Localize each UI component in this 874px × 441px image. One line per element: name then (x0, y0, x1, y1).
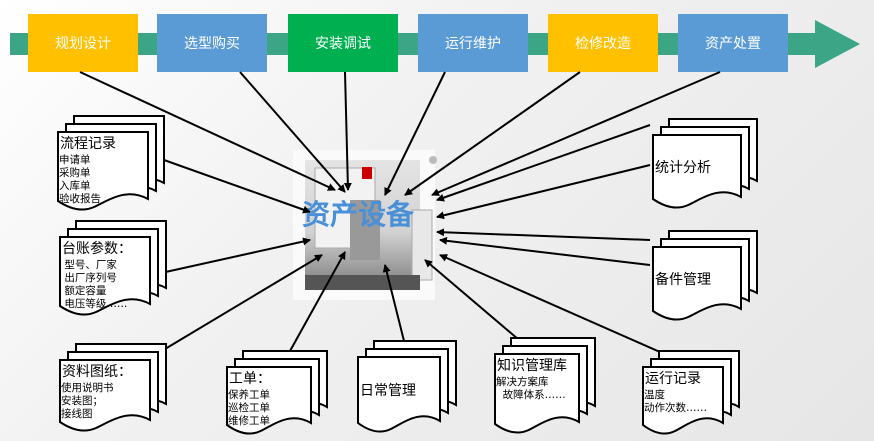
stage-box (418, 14, 528, 72)
connector-arrow (436, 164, 651, 220)
stage-box (288, 14, 398, 72)
document-line: 温度 (644, 388, 665, 401)
stage-4[interactable]: 运行维护 (418, 14, 528, 72)
document-page (59, 236, 151, 316)
document-page (357, 356, 441, 433)
document-line: 入库单 (59, 179, 91, 192)
document-title: 知识管理库 (497, 357, 567, 374)
document-title: 流程记录 (60, 136, 116, 152)
connector-arrow (343, 71, 352, 191)
connector-arrow (382, 264, 406, 346)
connector-arrow (79, 71, 336, 191)
document-page (652, 246, 742, 321)
document-title: 备件管理 (655, 271, 711, 288)
connector-arrow (384, 71, 446, 196)
document-page (59, 359, 151, 432)
document-line: 验收报告 (59, 192, 101, 205)
connector-arrow (424, 259, 526, 346)
stage-label: 运行维护 (445, 36, 501, 52)
stage-label: 安装调试 (315, 36, 371, 52)
document-title: 台账参数： (62, 240, 132, 257)
document-title: 日常管理 (360, 383, 416, 399)
document-title: 资料图纸： (62, 364, 132, 380)
document-stack[interactable]: 日常管理 (357, 340, 457, 433)
stage-label: 选型购买 (184, 36, 240, 52)
document-page (652, 134, 742, 209)
document-title: 工单： (229, 371, 271, 387)
document-line: 电压等级…… (61, 297, 127, 310)
stage-label: 检修改造 (575, 36, 631, 52)
document-line: 故障体系…… (496, 388, 566, 401)
connector-arrow (284, 251, 346, 361)
connector-arrow (154, 254, 323, 356)
connector-arrow (439, 254, 661, 353)
stage-6[interactable]: 资产处置 (678, 14, 788, 72)
stage-box (548, 14, 658, 72)
document-line: 接线图 (61, 407, 93, 420)
stage-label: 规划设计 (55, 36, 111, 52)
asset-equipment-image: 资产设备 (293, 150, 437, 300)
stage-3[interactable]: 安装调试 (288, 14, 398, 72)
document-line: 型号、厂家 (61, 258, 117, 271)
document-page (642, 366, 724, 435)
document-stack[interactable]: 运行记录温度动作次数…… (642, 350, 740, 435)
document-line: 安装图； (61, 394, 103, 407)
stage-box (678, 14, 788, 72)
connector-arrow (151, 237, 311, 276)
document-line: 使用说明书 (61, 381, 114, 394)
document-page (494, 353, 580, 434)
center-label: 资产设备 (302, 198, 415, 231)
document-line: 保养工单 (228, 388, 270, 401)
document-line: 巡检工单 (228, 401, 270, 414)
stage-2[interactable]: 选型购买 (157, 14, 267, 72)
document-stack[interactable]: 备件管理 (652, 230, 758, 321)
document-line: 申请单 (59, 153, 91, 166)
document-line: 出厂序列号 (61, 271, 117, 284)
connector-arrow (404, 71, 581, 196)
connector-arrow (431, 71, 721, 196)
stage-box (157, 14, 267, 72)
document-page (226, 366, 312, 435)
document-line: 解决方案库 (496, 375, 549, 388)
document-title: 运行记录 (645, 371, 701, 387)
connector-arrow (239, 71, 346, 193)
document-page (57, 131, 149, 211)
stage-1[interactable]: 规划设计 (28, 14, 138, 72)
connector-arrow (436, 124, 651, 202)
document-stack[interactable]: 统计分析 (652, 118, 758, 209)
document-line: 动作次数…… (644, 401, 707, 414)
document-line: 额定容量 (61, 284, 107, 297)
connector-arrow (439, 236, 651, 266)
document-stack[interactable]: 台账参数： 型号、厂家 出厂序列号 额定容量 电压等级…… (59, 220, 167, 316)
document-line: 维修工单 (228, 414, 270, 427)
stage-box (28, 14, 138, 72)
stage-5[interactable]: 检修改造 (548, 14, 658, 72)
connector-arrow (149, 154, 311, 214)
document-line: 采购单 (59, 166, 91, 179)
stage-label: 资产处置 (705, 36, 761, 52)
document-title: 统计分析 (655, 160, 711, 176)
connector-arrow (436, 228, 651, 241)
